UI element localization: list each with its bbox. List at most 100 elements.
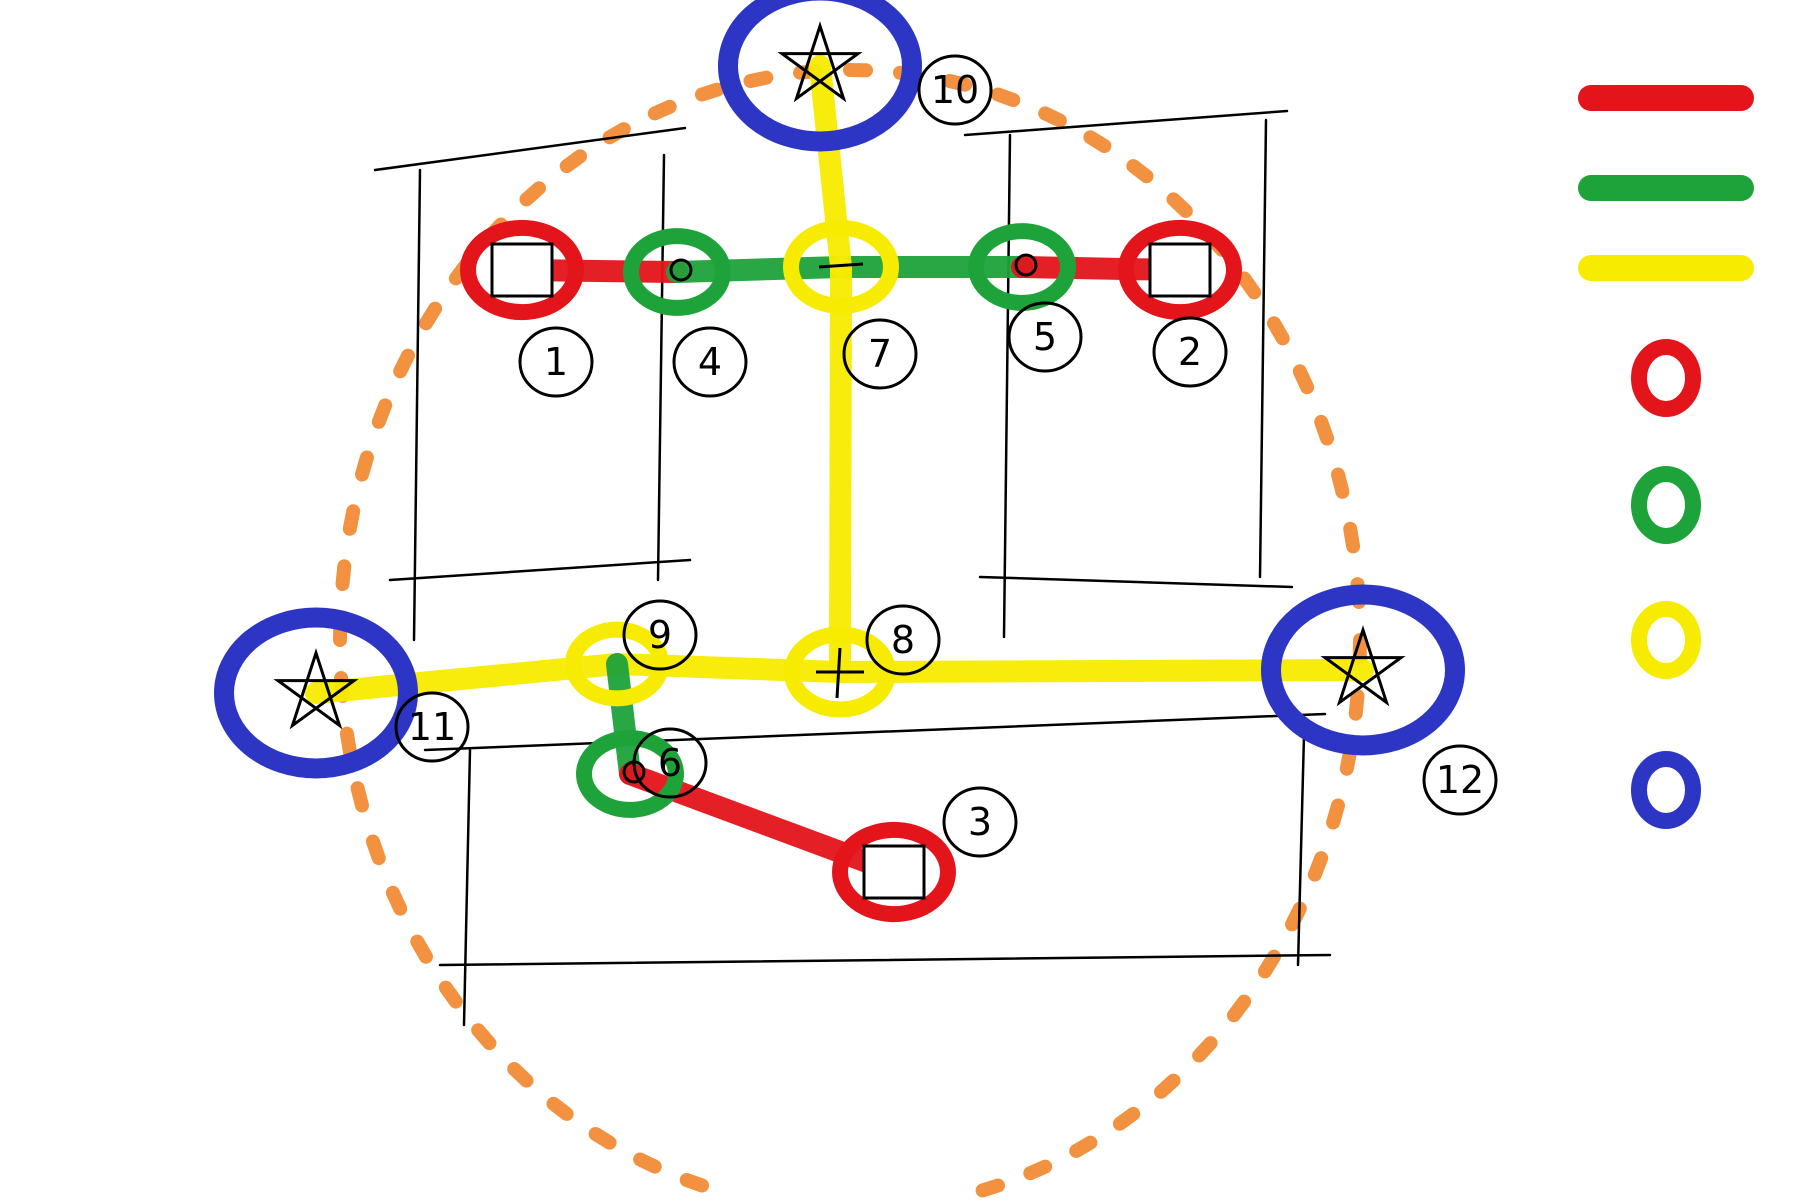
node-4[interactable]: [623, 228, 731, 316]
node-number: 7: [868, 332, 892, 376]
orange-dash: [1267, 316, 1290, 346]
green-ring: [576, 730, 684, 818]
label-circle: [672, 326, 748, 398]
dot-icon: [1014, 253, 1038, 277]
orange-dash: [1226, 994, 1252, 1023]
label-circle: [518, 326, 594, 398]
orange-dash: [602, 122, 631, 145]
orange-dash: [365, 834, 386, 866]
label-2: 2: [1152, 316, 1228, 388]
orange-dash: [1069, 1135, 1098, 1158]
label-5: 5: [1007, 301, 1083, 373]
node-number: 9: [648, 613, 672, 657]
orange-dash: [471, 1023, 497, 1051]
orange-dash: [679, 1173, 709, 1193]
label-9: 9: [622, 599, 698, 671]
orange-dash: [1326, 798, 1345, 830]
node-12[interactable]: [1261, 584, 1465, 756]
dot-icon: [669, 258, 693, 282]
label-8: 8: [865, 604, 941, 676]
orange-dash: [1343, 521, 1361, 554]
orange-dash: [1192, 1036, 1218, 1063]
blue-ring: [214, 607, 418, 779]
legend-circle-yellow: [1631, 601, 1701, 679]
orange-dash: [559, 149, 588, 174]
orange-dash: [371, 398, 393, 429]
node-number: 6: [658, 741, 682, 785]
orange-dash: [519, 181, 546, 207]
legend-circle-red: [1631, 339, 1701, 417]
zone-bottom: [423, 712, 1332, 1027]
orange-dash: [1166, 192, 1193, 218]
label-circle: [622, 599, 698, 671]
star-icon: [273, 648, 359, 730]
orange-dash: [695, 82, 725, 102]
node-number: 2: [1178, 330, 1202, 374]
star-icon: [1320, 625, 1406, 707]
square-icon: [1148, 242, 1212, 298]
legend-circle-green: [1631, 466, 1701, 544]
node-5[interactable]: [968, 223, 1076, 311]
node-symbols: [214, 0, 1465, 923]
node-10[interactable]: [718, 0, 922, 152]
label-circle: [1422, 744, 1498, 816]
yellow-ring: [565, 621, 669, 707]
square-icon: [490, 242, 554, 298]
orange-dash: [339, 726, 357, 759]
green-ring: [623, 228, 731, 316]
orange-dash: [393, 348, 415, 379]
orange-dash: [419, 301, 443, 331]
label-circle: [1007, 301, 1083, 373]
orange-dash: [1348, 688, 1365, 721]
node-9[interactable]: [565, 621, 669, 707]
green-ring: [968, 223, 1076, 311]
blue-ring: [718, 0, 922, 152]
star-icon: [777, 21, 863, 103]
orange-dash: [410, 934, 433, 964]
yellow-ring: [783, 220, 899, 314]
orange-dash: [355, 450, 374, 482]
orange-dash: [1314, 414, 1335, 446]
orange-dash: [385, 885, 408, 916]
edge-4-7: [666, 256, 852, 283]
red-ring: [1118, 219, 1242, 321]
node-11[interactable]: [214, 607, 418, 779]
label-circle: [865, 604, 941, 676]
label-circle: [917, 54, 993, 126]
orange-dash: [546, 1096, 574, 1121]
label-12: 12: [1422, 744, 1498, 816]
orange-dash: [1083, 130, 1112, 153]
orange-dash: [438, 980, 463, 1009]
zone-rectangles: [373, 109, 1332, 1027]
label-circle: [842, 318, 918, 390]
orange-dash: [1237, 271, 1262, 300]
edge-7-8: [829, 256, 852, 683]
zone-top-right: [963, 109, 1294, 639]
node-number: 12: [1436, 758, 1484, 802]
red-ring: [832, 821, 956, 923]
edge-lines: [305, 55, 1374, 883]
square-icon: [862, 844, 926, 900]
orange-dash: [1307, 851, 1329, 882]
label-10: 10: [917, 54, 993, 126]
node-number: 5: [1033, 315, 1057, 359]
orange-dash: [1038, 106, 1067, 128]
label-3: 3: [942, 786, 1018, 858]
red-ring: [460, 219, 584, 321]
orange-dash: [1331, 467, 1350, 499]
node-number: 8: [891, 618, 915, 662]
orange-dash: [991, 87, 1021, 107]
node-number: 4: [698, 340, 722, 384]
orange-dash: [1126, 159, 1154, 184]
node-1[interactable]: [460, 219, 584, 321]
orange-dash: [1292, 364, 1315, 395]
orange-dash: [350, 781, 369, 813]
orange-dash: [588, 1127, 617, 1150]
orange-dash: [1023, 1159, 1053, 1181]
node-2[interactable]: [1118, 219, 1242, 321]
node-7[interactable]: [783, 220, 899, 314]
node-3[interactable]: [832, 821, 956, 923]
